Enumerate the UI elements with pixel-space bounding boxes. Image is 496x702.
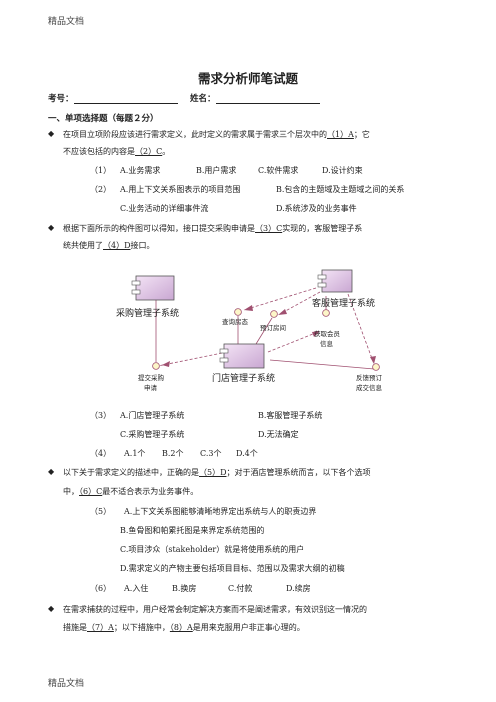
q5-line1: 以下关于需求定义的描述中，正确的是（5）D；对于酒店管理系统而言，以下各个选项 bbox=[63, 468, 371, 477]
service-component bbox=[317, 269, 353, 293]
q3-opt4-c: C.3个 bbox=[200, 449, 222, 458]
q3-opt3-a: A.门店管理子系统 bbox=[120, 411, 185, 420]
q1-opt2-num: （2） bbox=[90, 185, 112, 194]
q5-opt5-c: C.项目涉众（stakeholder）就是将使用系统的用户 bbox=[120, 545, 305, 554]
q1-opt1-num: （1） bbox=[90, 166, 112, 175]
header-watermark: 精品文档 bbox=[48, 17, 85, 27]
connector-service-feedback bbox=[347, 293, 375, 365]
purchase-label: 采购管理子系统 bbox=[116, 307, 179, 319]
q5-opt5-a: A.上下文关系图能够清晰地界定出系统与人的职责边界 bbox=[124, 507, 317, 516]
q5-opt5-num: （5） bbox=[90, 507, 112, 516]
q1-line1: 在项目立项阶段应该进行需求定义，此时定义的需求属于需求三个层次中的（1）A；它 bbox=[63, 130, 370, 139]
interface-query bbox=[234, 308, 242, 316]
q3-line2: 统共使用了（4）D接口。 bbox=[63, 241, 155, 250]
q3-opt3-b: B.客服管理子系统 bbox=[258, 411, 323, 420]
connector-store-booking bbox=[255, 317, 273, 345]
connector-service-query bbox=[243, 287, 317, 311]
name-label: 姓名： bbox=[190, 94, 216, 104]
q1-opt1-b: B.用户需求 bbox=[196, 166, 237, 175]
submit-label-1: 提交采购 bbox=[138, 373, 165, 382]
service-label: 客服管理子系统 bbox=[312, 297, 375, 309]
q5-opt6-d: D.续房 bbox=[286, 584, 311, 593]
q5-opt6-b: B.换房 bbox=[172, 584, 197, 593]
purchase-component bbox=[131, 275, 175, 301]
answer-1: （1）A bbox=[327, 130, 354, 139]
q3-opt4-num: （4） bbox=[90, 449, 112, 458]
q5-opt6-c: C.付款 bbox=[228, 584, 253, 593]
connector-store-feedback bbox=[269, 359, 375, 370]
interface-member bbox=[322, 309, 330, 317]
answer-6: （6）C bbox=[79, 487, 103, 496]
feedback-label-2: 成交信息 bbox=[356, 383, 383, 392]
connector-service-booking bbox=[279, 291, 321, 315]
q1-opt2-c: C.业务活动的详细事件流 bbox=[120, 204, 209, 213]
q3-opt4-b: B.2个 bbox=[162, 449, 184, 458]
name-field: 姓名： bbox=[190, 92, 320, 104]
query-label: 查询房态 bbox=[222, 317, 249, 326]
exam-no-blank bbox=[73, 94, 178, 104]
q3-opt4-d: D.4个 bbox=[236, 449, 258, 458]
component-diagram: 采购管理子系统 客服管理子系统 门店管理子系统 查询房态 预订房间 获取会员 信… bbox=[116, 269, 383, 392]
q3-opt3-c: C.采购管理子系统 bbox=[120, 430, 185, 439]
q3-opt3-num: （3） bbox=[90, 411, 112, 420]
q3-opt4-a: A.1个 bbox=[124, 449, 146, 458]
store-label: 门店管理子系统 bbox=[212, 372, 275, 384]
answer-4: （4）D bbox=[103, 241, 131, 250]
q5-opt5-d: D.需求定义的产物主要包括项目目标、范围以及需求大纲的初稿 bbox=[120, 564, 345, 573]
q1-opt1-a: A.业务需求 bbox=[120, 166, 161, 175]
q1-opt1-d: D.设计约束 bbox=[322, 166, 363, 175]
section-heading: 一、单项选择题（每题２分） bbox=[48, 114, 159, 124]
q5-opt6-a: A.入住 bbox=[124, 584, 149, 593]
q3-opt3-d: D.无法确定 bbox=[258, 430, 299, 439]
bullet-icon: ◆ bbox=[48, 129, 55, 138]
answer-3: （3）C bbox=[255, 224, 283, 233]
q7-line1: 在需求捕获的过程中，用户经常会制定解决方案而不是阐述需求，有效识别这一情况的 bbox=[63, 605, 367, 614]
answer-2: （2）C bbox=[135, 147, 163, 156]
interface-booking bbox=[270, 310, 278, 318]
q5-opt6-num: （6） bbox=[90, 584, 112, 593]
member-label-2: 信息 bbox=[320, 339, 334, 348]
feedback-label-1: 反馈预订 bbox=[356, 373, 383, 382]
bullet-icon: ◆ bbox=[48, 223, 55, 232]
connector-store-member bbox=[267, 331, 319, 353]
name-blank bbox=[215, 94, 320, 104]
interface-submit bbox=[152, 362, 160, 370]
q3-line1: 根据下面所示的构件图可以得知，接口提交采购申请是（3）C实现的，客服管理子系 bbox=[63, 224, 363, 233]
q5-line2: 中，（6）C最不适合表示为业务事件。 bbox=[63, 487, 199, 496]
answer-5: （5）D bbox=[199, 468, 227, 477]
q1-line2: 不应该包括的内容是（2）C。 bbox=[63, 147, 171, 156]
booking-label: 预订房间 bbox=[260, 323, 286, 332]
store-component bbox=[219, 343, 265, 369]
connector-store-submit bbox=[157, 352, 223, 367]
q1-opt2-b: B.包含的主题域及主题域之间的关系 bbox=[276, 185, 405, 194]
answer-8: （8）A bbox=[169, 623, 193, 632]
submit-label-2: 申请 bbox=[144, 383, 158, 392]
q1-opt1-c: C.软件需求 bbox=[258, 166, 299, 175]
q1-opt2-a: A.用上下文关系图表示的项目范围 bbox=[120, 185, 241, 194]
exam-no-field: 考号： bbox=[48, 92, 178, 104]
bullet-icon: ◆ bbox=[48, 467, 55, 476]
q5-opt5-b: B.鱼骨图和帕累托图是来界定系统范围的 bbox=[120, 526, 265, 535]
bullet-icon: ◆ bbox=[48, 604, 55, 613]
answer-7: （7）A bbox=[87, 623, 114, 632]
member-label-1: 获取会员 bbox=[314, 329, 341, 338]
q1-opt2-d: D.系统涉及的业务事件 bbox=[276, 204, 357, 213]
footer-watermark: 精品文档 bbox=[48, 679, 85, 689]
exam-no-label: 考号： bbox=[48, 94, 74, 104]
q7-line2: 措施是（7）A；以下措施中，（8）A是用来克服用户非正事心理的。 bbox=[63, 623, 305, 632]
page-title: 需求分析师笔试题 bbox=[197, 71, 298, 86]
interface-feedback bbox=[372, 363, 380, 371]
